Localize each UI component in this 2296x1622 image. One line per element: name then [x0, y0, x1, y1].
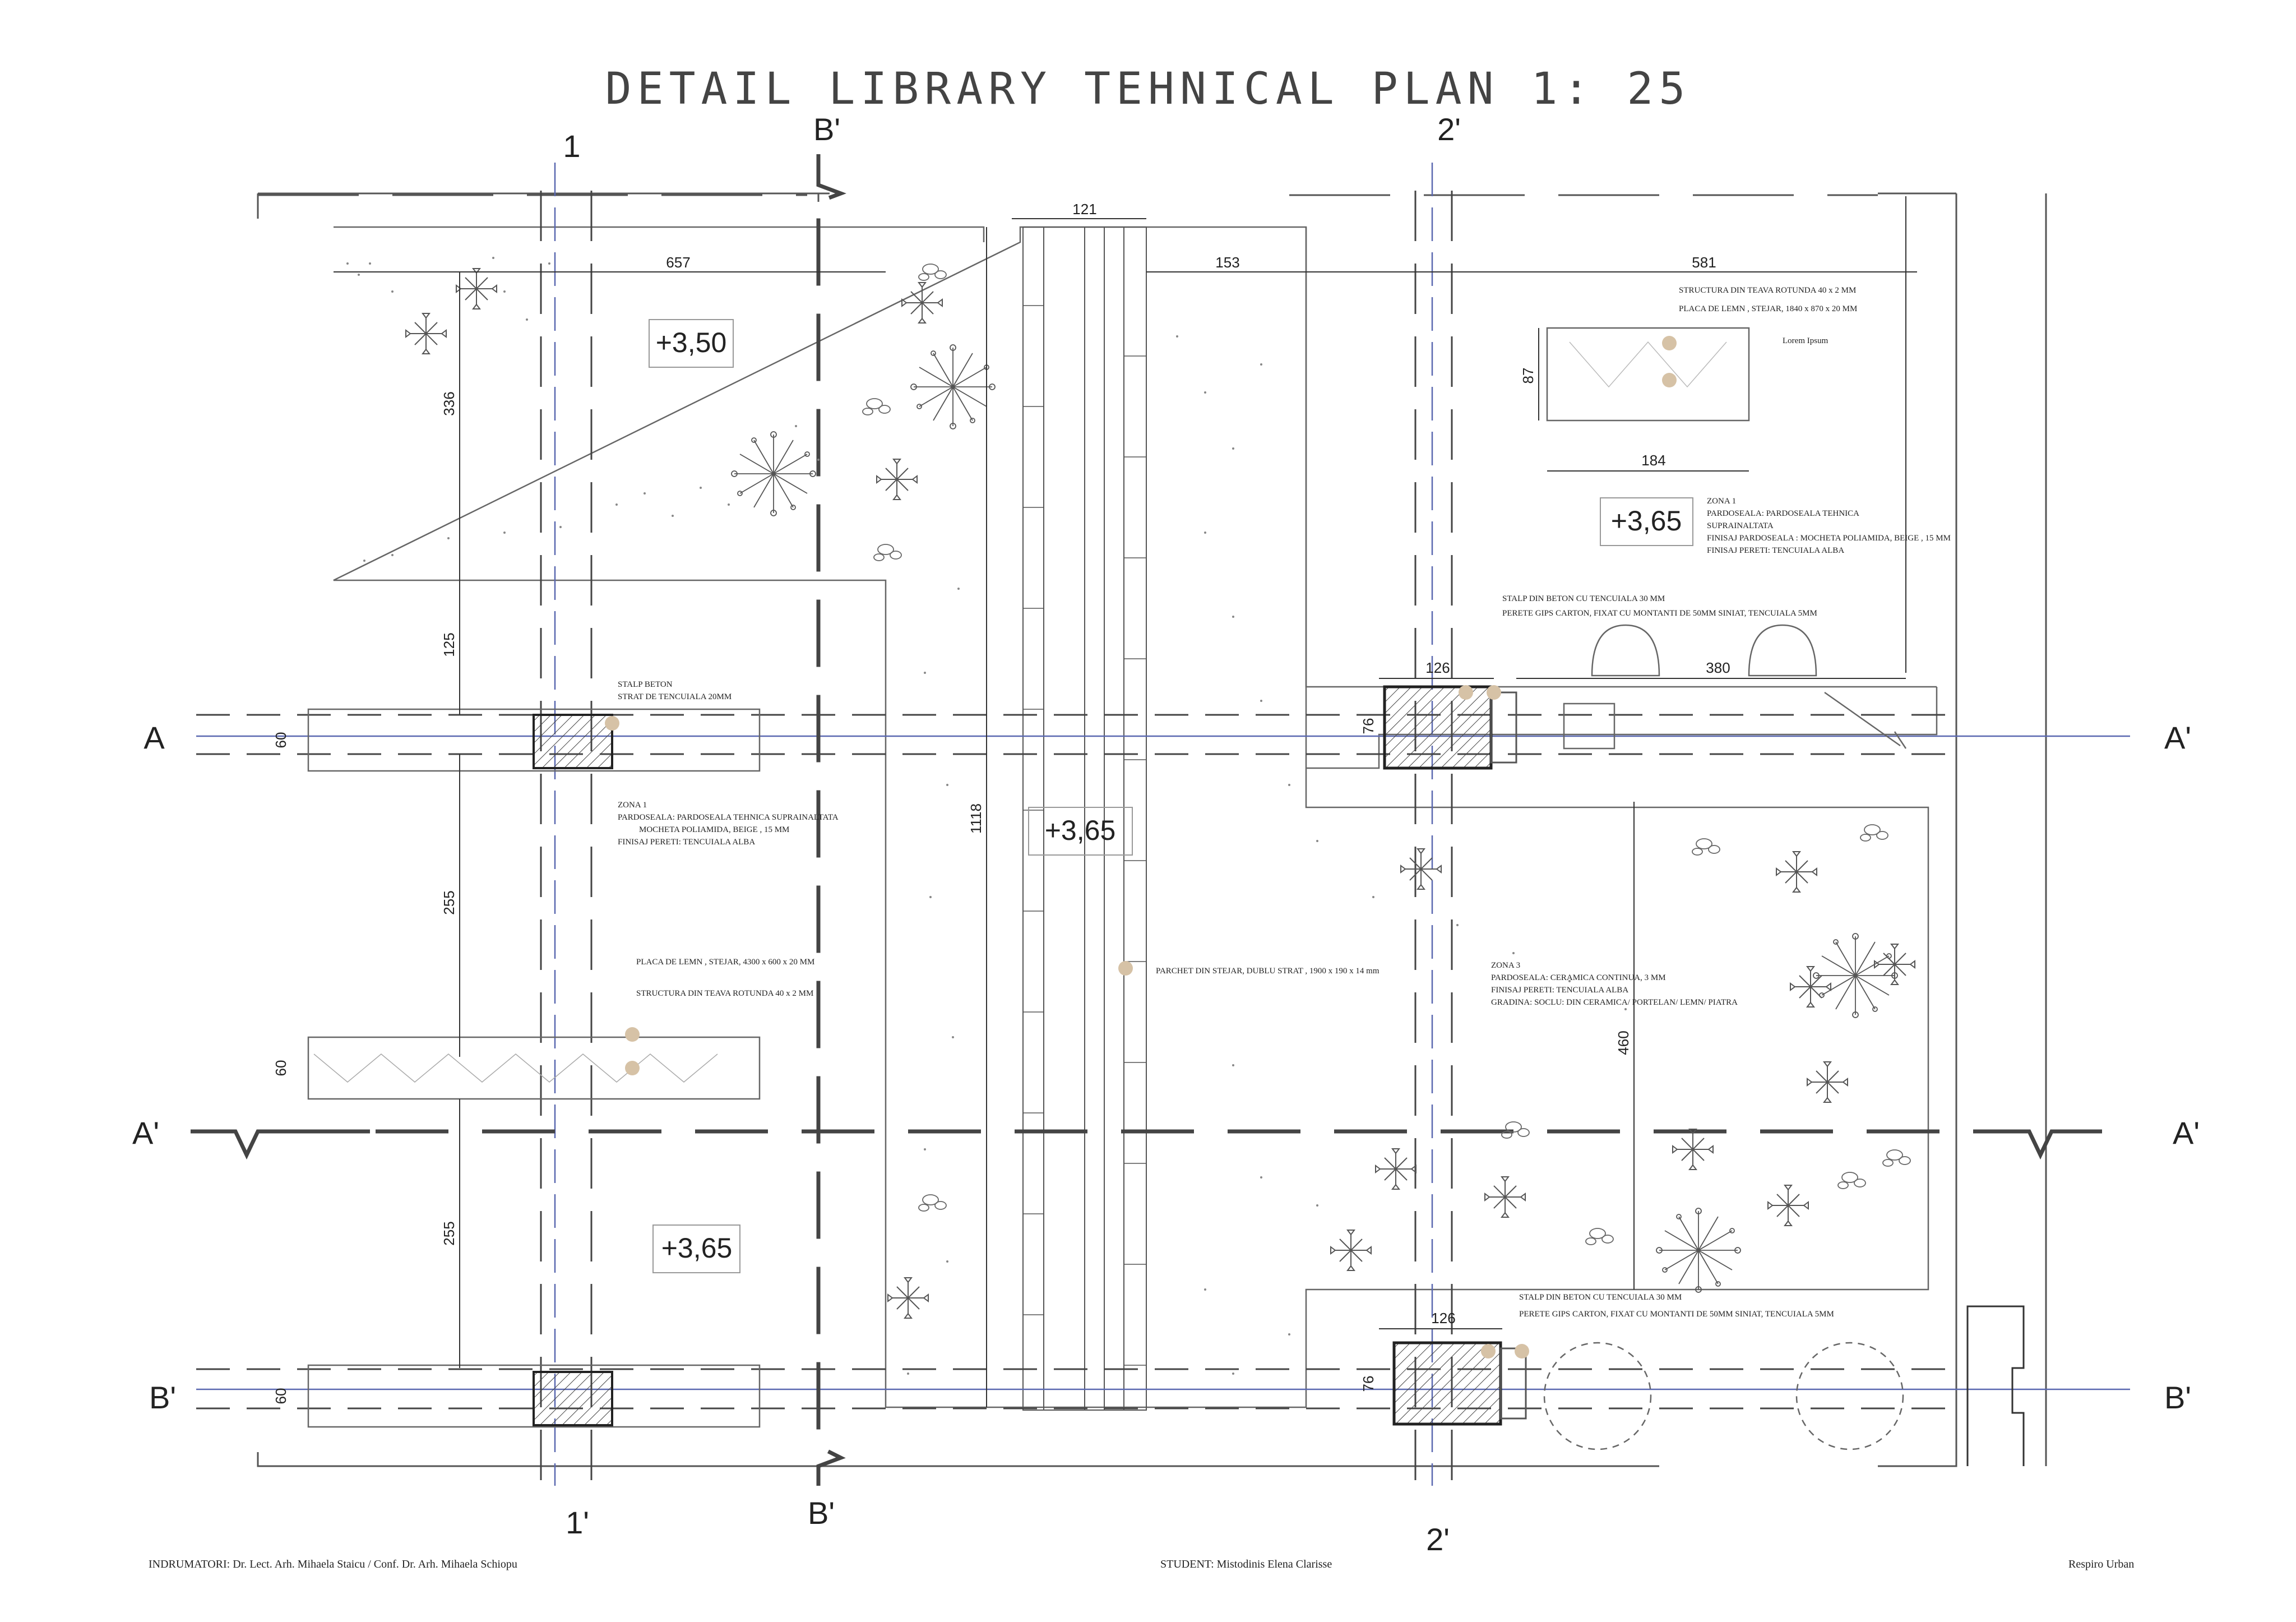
right-pillars — [1383, 685, 1527, 1426]
axis-label-a-left: A — [144, 720, 165, 755]
level-boxes — [649, 319, 1693, 1273]
dim-581: 581 — [1692, 254, 1716, 271]
level-right-zone: +3,65 — [1611, 505, 1682, 537]
note-zona3-1: PARDOSEALA: CERAMICA CONTINUA, 3 MM — [1491, 973, 1666, 982]
level-upper-left: +3,50 — [656, 327, 727, 358]
axis-label-a2-left: A' — [132, 1115, 159, 1150]
axis-label-b-left: B' — [149, 1380, 176, 1415]
note-zona3-title: ZONA 3 — [1491, 961, 1520, 970]
dim-76b: 76 — [1360, 1376, 1377, 1392]
note-structure-left: STRUCTURA DIN TEAVA ROTUNDA 40 x 2 MM — [636, 989, 813, 998]
axis-lines-dashed — [196, 191, 1962, 1486]
note-zona1-right-3: FINISAJ PARDOSEALA : MOCHETA POLIAMIDA, … — [1707, 534, 1951, 543]
material-markers — [605, 336, 1677, 1358]
dim-460: 460 — [1615, 1030, 1632, 1055]
dim-76a: 76 — [1360, 718, 1377, 734]
note-zona1-right-2: SUPRAINALTATA — [1707, 521, 1774, 530]
door-frame — [1966, 1305, 2025, 1466]
dim-255b: 255 — [441, 1221, 457, 1245]
axis-label-1-top: 1 — [563, 128, 580, 164]
dim-184: 184 — [1641, 452, 1665, 469]
dim-336: 336 — [441, 391, 457, 415]
note-pillar-bottom-1: STALP DIN BETON CU TENCUIALA 30 MM — [1519, 1293, 1682, 1302]
axis-label-1-bottom: 1' — [566, 1505, 589, 1540]
left-strips — [307, 708, 761, 1428]
axis-label-2-bottom: 2' — [1426, 1522, 1450, 1557]
level-lower-left: +3,65 — [661, 1232, 733, 1264]
chairs — [1543, 624, 1907, 1450]
note-pillar-right-2: PERETE GIPS CARTON, FIXAT CU MONTANTI DE… — [1502, 609, 1817, 618]
note-zona1-left-1: PARDOSEALA: PARDOSEALA TEHNICA SUPRAINAL… — [618, 813, 839, 822]
note-zona1-left-title: ZONA 1 — [618, 801, 647, 810]
dim-60a: 60 — [272, 732, 289, 748]
dim-87: 87 — [1520, 368, 1536, 384]
note-zona3-3: GRADINA: SOCLU: DIN CERAMICA/ PORTELAN/ … — [1491, 998, 1738, 1007]
note-zona1-left-3: FINISAJ PERETI: TENCUIALA ALBA — [618, 838, 755, 847]
section-cut-lines — [191, 154, 2102, 1486]
left-pillars — [533, 714, 613, 1426]
upper-left-room-outline — [333, 226, 1938, 1408]
note-plate-left: PLACA DE LEMN , STEJAR, 4300 x 600 x 20 … — [636, 958, 814, 967]
axis-label-b-bottom: B' — [808, 1495, 835, 1531]
dim-1118: 1118 — [968, 803, 984, 834]
axis-label-a-right: A' — [2164, 720, 2191, 755]
axis-label-2-top: 2' — [1437, 112, 1461, 147]
note-zona3-2: FINISAJ PERETI: TENCUIALA ALBA — [1491, 986, 1628, 995]
bookshelf-runway — [1022, 227, 1147, 1411]
note-pillar-right-1: STALP DIN BETON CU TENCUIALA 30 MM — [1502, 594, 1665, 603]
note-top-right-plate: PLACA DE LEMN , STEJAR, 1840 x 870 x 20 … — [1679, 304, 1857, 313]
footer-student: STUDENT: Mistodinis Elena Clarisse — [1160, 1558, 1332, 1570]
dim-657: 657 — [666, 254, 690, 271]
dimension-lines — [334, 196, 1917, 1407]
dim-126b: 126 — [1431, 1310, 1455, 1327]
dim-60c: 60 — [272, 1388, 289, 1404]
dim-380: 380 — [1706, 659, 1730, 676]
vegetation — [405, 264, 1915, 1319]
axis-label-b-top: B' — [813, 112, 840, 147]
note-lorem: Lorem Ipsum — [1783, 336, 1829, 345]
note-pillar-bottom-2: PERETE GIPS CARTON, FIXAT CU MONTANTI DE… — [1519, 1310, 1834, 1319]
dim-255a: 255 — [441, 890, 457, 914]
drawing-title: DETAIL LIBRARY TEHNICAL PLAN 1: 25 — [605, 64, 1691, 114]
dim-121: 121 — [1072, 201, 1096, 218]
right-table — [1546, 327, 1750, 422]
note-zona1-right-1: PARDOSEALA: PARDOSEALA TEHNICA — [1707, 509, 1859, 518]
axis-lines-blue — [196, 163, 2130, 1486]
note-parquet: PARCHET DIN STEJAR, DUBLU STRAT , 1900 x… — [1156, 967, 1380, 976]
dim-125: 125 — [441, 632, 457, 657]
stipple-texture — [346, 257, 1627, 1375]
dim-60b: 60 — [272, 1060, 289, 1076]
note-zona1-right-title: ZONA 1 — [1707, 497, 1736, 506]
note-pillar-left-1: STALP BETON — [618, 680, 673, 689]
note-top-right-structure: STRUCTURA DIN TEAVA ROTUNDA 40 x 2 MM — [1679, 286, 1856, 295]
site-boundary — [257, 192, 2047, 1467]
dim-126a: 126 — [1425, 659, 1450, 676]
footer-project: Respiro Urban — [2068, 1558, 2135, 1570]
note-pillar-left-2: STRAT DE TENCUIALA 20MM — [618, 692, 732, 701]
axis-label-b-right: B' — [2164, 1380, 2191, 1415]
note-zona1-right-4: FINISAJ PERETI: TENCUIALA ALBA — [1707, 546, 1844, 555]
footer-tutors: INDRUMATORI: Dr. Lect. Arh. Mihaela Stai… — [149, 1558, 517, 1570]
level-center-walkway: +3,65 — [1045, 815, 1116, 846]
note-zona1-left-2: MOCHETA POLIAMIDA, BEIGE , 15 MM — [639, 825, 789, 834]
axis-label-a2-right: A' — [2173, 1115, 2200, 1150]
dim-153: 153 — [1215, 254, 1239, 271]
